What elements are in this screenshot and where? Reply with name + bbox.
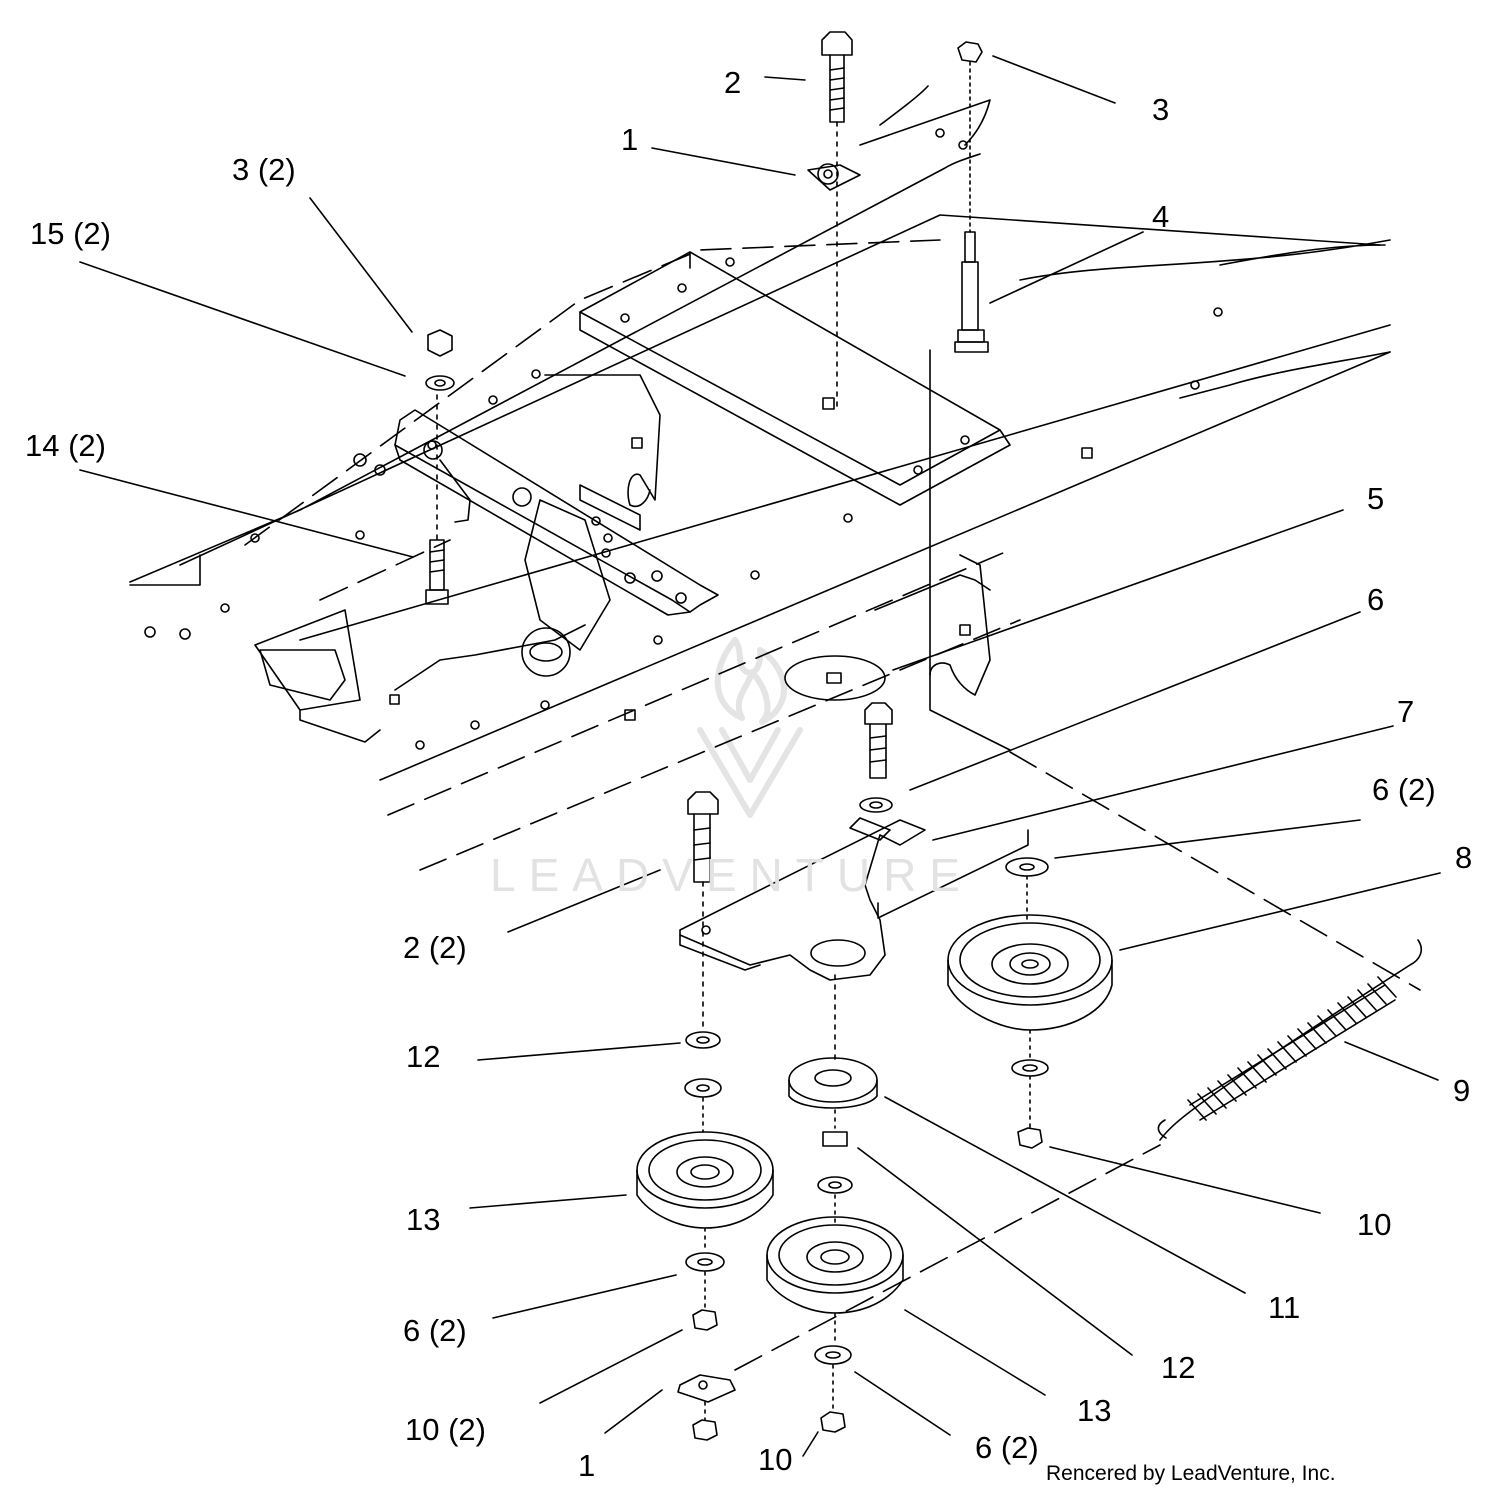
belt-centerline — [734, 1144, 1161, 1371]
watermark-logo — [697, 637, 803, 818]
idler-arm — [394, 409, 719, 616]
bolt-left-lower — [687, 791, 719, 1033]
pulley-left — [636, 1031, 774, 1441]
callout-7-bracket: 7 — [1397, 694, 1415, 729]
frame-deck — [129, 85, 1391, 871]
callout-6-2-washer-bottom: 6 (2) — [975, 1430, 1039, 1465]
callout-11-hub: 11 — [1268, 1290, 1301, 1325]
callout-6-2-washer-left: 6 (2) — [403, 1313, 467, 1348]
callout-13-pulley-center: 13 — [1077, 1393, 1112, 1428]
cross-member-bracket — [579, 251, 1011, 506]
watermark-text: LEADVENTURE — [490, 849, 973, 901]
callout-8-pulley: 8 — [1455, 840, 1473, 875]
washer-right — [1005, 857, 1049, 921]
callout-10-2-nut: 10 (2) — [405, 1412, 486, 1447]
render-credit: Rencered by LeadVenture, Inc. — [1046, 1462, 1336, 1485]
callout-3-top-nut: 3 — [1152, 92, 1170, 127]
cable-clamp-upper — [807, 163, 861, 191]
bolt-mid — [859, 702, 893, 813]
callout-14-2-bolt: 14 (2) — [25, 428, 106, 463]
pulley-center — [766, 1216, 904, 1433]
callout-5-washer: 5 — [1367, 481, 1385, 516]
callout-1-upper-clamp: 1 — [621, 122, 639, 157]
idler-bracket — [679, 817, 1029, 1066]
callout-6-2-washer: 6 (2) — [1372, 772, 1436, 807]
callout-12-spacer-center: 12 — [1161, 1350, 1196, 1385]
washer-large — [784, 655, 886, 701]
callout-10-nut-bottom: 10 — [758, 1442, 793, 1477]
callout-6-washer: 6 — [1367, 582, 1385, 617]
shoulder-bolt — [954, 231, 989, 353]
callout-9-spring: 9 — [1453, 1073, 1471, 1108]
leader-lines — [79, 55, 1441, 1457]
nut-upper-left — [425, 329, 455, 605]
callout-2-2-bolt: 2 (2) — [403, 930, 467, 965]
callout-2-upper-bolt: 2 — [724, 65, 742, 100]
tension-spring — [1157, 939, 1422, 1141]
callout-3-2-nut: 3 (2) — [232, 152, 296, 187]
callout-13-pulley-left: 13 — [406, 1202, 441, 1237]
callout-12-spacer-left: 12 — [406, 1039, 441, 1074]
pulley-right — [947, 914, 1113, 1149]
callout-4-shoulder-bolt: 4 — [1152, 199, 1170, 234]
nut-top-right — [957, 41, 983, 233]
callout-10-nut-right: 10 — [1357, 1207, 1392, 1242]
callout-1-lower-clamp: 1 — [578, 1448, 596, 1483]
bolt-upper — [821, 31, 853, 411]
pulley-hub — [788, 1057, 878, 1226]
callout-15-2-washer: 15 (2) — [30, 216, 111, 251]
frame-centerline — [1009, 751, 1421, 991]
